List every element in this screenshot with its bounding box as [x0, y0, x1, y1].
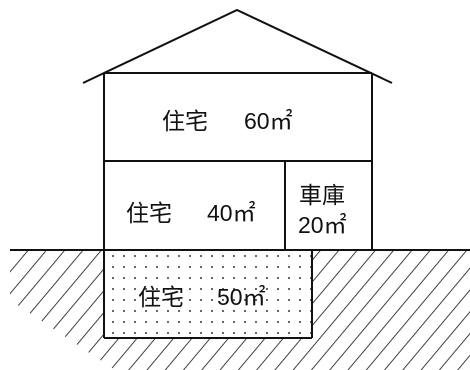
building-outline [103, 73, 373, 339]
roof [82, 8, 393, 84]
garage-label: 車庫 [299, 182, 345, 208]
upper-room-area: 60㎡ [244, 108, 293, 134]
basement-fill [104, 250, 312, 338]
middle-room-label: 住宅 [126, 200, 172, 226]
basement-room-label: 住宅 [138, 284, 184, 310]
basement-room-area: 50㎡ [217, 284, 266, 310]
middle-room-area: 40㎡ [207, 200, 256, 226]
upper-room-label: 住宅 [162, 108, 208, 134]
garage-area: 20㎡ [298, 212, 347, 238]
